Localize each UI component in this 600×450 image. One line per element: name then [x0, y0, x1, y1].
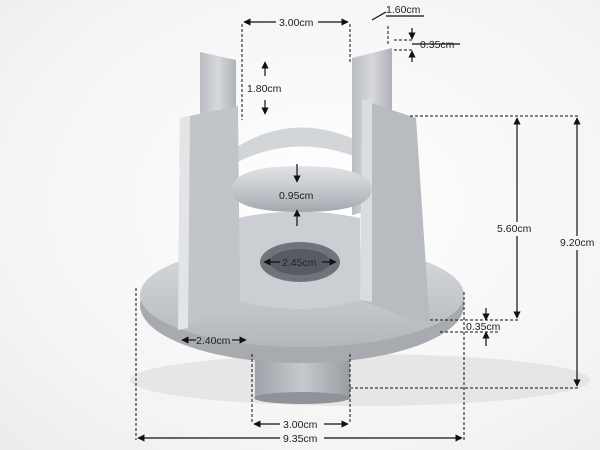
back-ring: [232, 127, 375, 165]
dim-post-width: 1.60cm: [386, 4, 421, 16]
crossbar: [232, 166, 372, 212]
dim-post-thickness: 0.35cm: [420, 39, 455, 51]
dim-post-spacing: 3.00cm: [279, 17, 314, 29]
floor-shadow: [130, 354, 590, 406]
dim-crossbar-thickness: 0.95cm: [279, 190, 314, 202]
dim-stem-diameter: 3.00cm: [283, 419, 318, 431]
center-hole-inner: [270, 249, 330, 275]
dim-base-inset: 2.40cm: [196, 335, 231, 347]
dim-side-height: 5.60cm: [497, 223, 532, 235]
dim-total-height: 9.20cm: [560, 237, 595, 249]
stem-bottom: [254, 392, 350, 404]
dim-hole-diameter: 2.45cm: [282, 257, 317, 269]
wing-left: [178, 106, 240, 330]
wing-left-edge: [178, 116, 190, 330]
wing-right: [360, 100, 430, 326]
dim-post-top-height: 1.80cm: [247, 83, 282, 95]
dim-base-thickness: 0.35cm: [466, 321, 501, 333]
dim-base-diameter: 9.35cm: [283, 433, 318, 445]
